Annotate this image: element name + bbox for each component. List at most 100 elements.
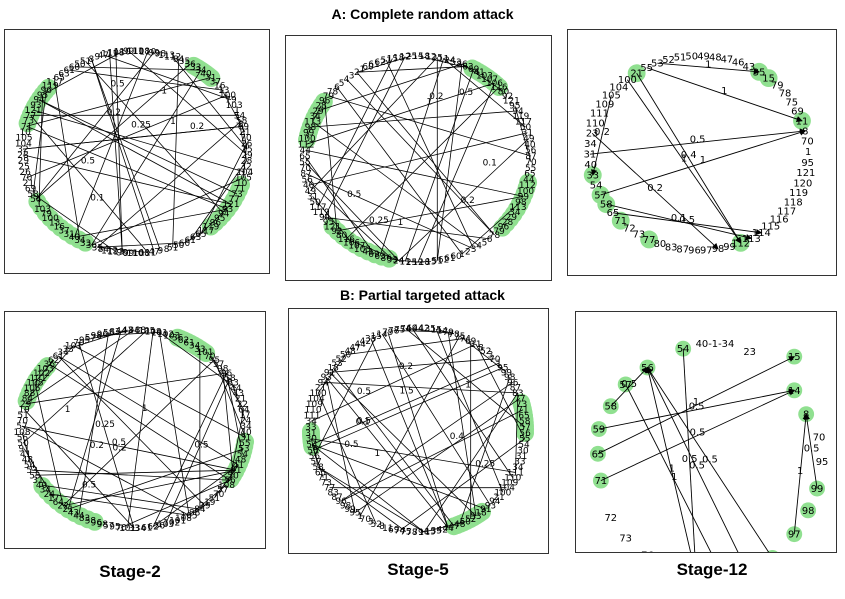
node-label: 96	[210, 218, 222, 228]
edge	[336, 196, 524, 232]
node-label: 44	[230, 384, 242, 394]
node-label: 93	[30, 101, 41, 111]
node-label: 70	[116, 523, 128, 533]
node-label: 70	[240, 134, 252, 144]
section-a-title: A: Complete random attack	[331, 6, 514, 22]
edge	[345, 337, 466, 356]
node-label: 95	[509, 102, 520, 112]
node-label: 31	[305, 429, 316, 439]
node-label: 105	[181, 511, 198, 521]
node-label: 94	[319, 213, 331, 223]
node-label: 95	[801, 158, 814, 169]
node-cluster-bg	[33, 477, 52, 495]
edge	[165, 377, 231, 525]
node-label: 34	[189, 342, 201, 352]
node-label: 25	[18, 162, 29, 172]
node-label: 60	[362, 62, 374, 72]
node-label: 18	[419, 52, 431, 62]
node-label: 96	[336, 497, 348, 507]
node-label: 70	[525, 158, 537, 168]
node-label: 57	[310, 458, 321, 468]
node-label: 76	[641, 550, 654, 552]
node-label: 65	[54, 73, 65, 83]
edge-weight-label: 1	[142, 404, 148, 414]
node-circle	[800, 502, 817, 519]
node-label: 108	[145, 327, 162, 337]
node-label: 70	[21, 174, 33, 184]
node-label: 6	[334, 83, 340, 93]
node-label: 100	[310, 389, 327, 399]
edge	[32, 90, 47, 195]
node-label: 108	[26, 379, 43, 389]
edge	[121, 479, 231, 528]
node-label: 79	[493, 227, 505, 237]
edge	[610, 366, 649, 407]
edge	[213, 359, 247, 438]
edge	[626, 79, 742, 244]
node-label: 101	[119, 524, 136, 534]
node-label: 55	[640, 63, 653, 74]
node-label: 75	[394, 325, 405, 335]
node-label: 99	[501, 368, 513, 378]
edge-weight-label: 0.5	[81, 156, 95, 166]
node-label: 99	[811, 484, 824, 495]
node-circle	[589, 445, 606, 462]
node-label: 101	[30, 374, 47, 384]
node-label: 57	[217, 486, 228, 496]
edge	[219, 85, 246, 133]
node-label: 3	[349, 72, 355, 82]
node-label: 86	[456, 60, 468, 70]
node-label: 42	[360, 337, 371, 347]
node-label: 18	[328, 364, 340, 374]
node-label: 111	[139, 248, 156, 258]
network-graph-a-stage5: 0.50.210.250.50.10.211518122511245386636…	[298, 52, 538, 268]
edge	[73, 345, 246, 438]
node-label: 79	[771, 81, 784, 92]
node-label: 106	[486, 79, 503, 89]
node-label: 50	[17, 439, 29, 449]
node-label: 113	[304, 118, 321, 128]
node-label: 111	[303, 411, 320, 421]
node-label: 78	[489, 231, 501, 241]
node-label: 58	[27, 190, 39, 200]
node-label: 113	[742, 234, 761, 245]
edge	[515, 392, 519, 473]
node-label: 109	[306, 400, 323, 410]
edge-weight-label: 0.5	[459, 88, 473, 98]
node-label: 16	[54, 223, 66, 233]
edge-weight-label: 0.5	[112, 438, 126, 448]
node-label: 63	[374, 252, 385, 262]
node-label: 33	[190, 63, 201, 73]
node-label: 57	[594, 190, 607, 201]
node-label: 96	[319, 97, 331, 107]
node-label: 104	[15, 139, 32, 149]
edge	[317, 392, 377, 525]
edge	[305, 149, 524, 197]
node-label: 44	[443, 524, 455, 534]
edge	[49, 493, 190, 516]
node-circle	[767, 550, 778, 552]
node-label: 116	[338, 235, 355, 245]
section-b-title: B: Partial targeted attack	[340, 287, 505, 303]
node-label: 100	[42, 214, 59, 224]
edge	[443, 58, 526, 128]
node-label: 50	[340, 351, 352, 361]
node-label: 48	[22, 456, 34, 466]
node-label: 25	[241, 145, 252, 155]
edge	[356, 55, 412, 73]
node-label: 31	[522, 129, 533, 139]
edge	[115, 52, 123, 253]
node-label: 15	[425, 257, 436, 267]
edge	[317, 63, 463, 112]
edge	[97, 246, 148, 253]
edge-weight-label: 0.5	[621, 379, 637, 390]
edge	[41, 484, 200, 510]
edge	[62, 359, 215, 507]
node-circle	[617, 376, 634, 393]
node-label: 36	[184, 60, 196, 70]
edge-weight-label: 1	[700, 155, 706, 166]
node-label: 52	[336, 355, 347, 365]
node-label: 69	[791, 107, 804, 118]
